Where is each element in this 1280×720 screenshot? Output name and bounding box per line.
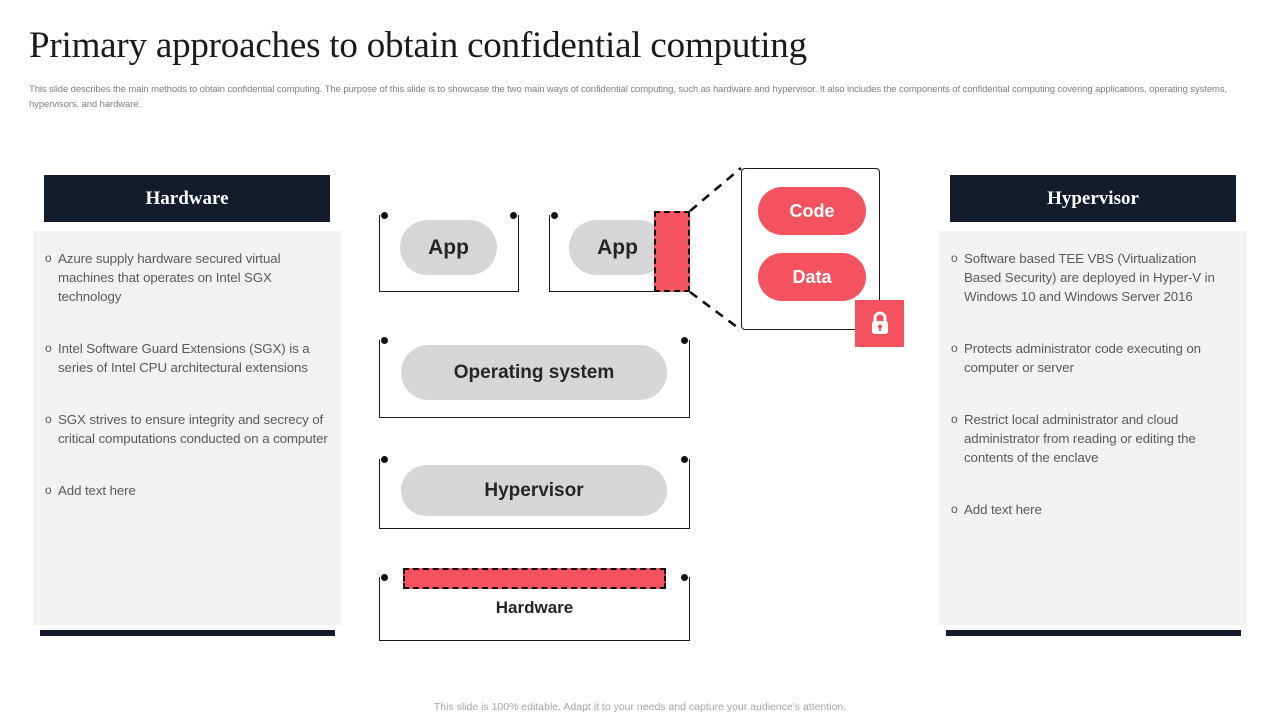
- panel-hypervisor-underline: [946, 630, 1241, 636]
- corner-dot-icon: [381, 212, 388, 219]
- panel-hypervisor-title: Hypervisor: [1047, 187, 1139, 209]
- enclave-data-pill[interactable]: Data: [758, 253, 866, 301]
- diagram-hardware-bar[interactable]: [403, 568, 666, 589]
- lock-glyph: [871, 311, 888, 334]
- list-item[interactable]: o Protects administrator code executing …: [951, 339, 1235, 377]
- diagram-hardware-label: Hardware: [495, 598, 574, 617]
- corner-dot-icon: [381, 574, 388, 581]
- panel-hypervisor-header: Hypervisor: [950, 175, 1236, 222]
- diagram-hypervisor-frame[interactable]: [379, 456, 690, 529]
- corner-dot-icon: [381, 337, 388, 344]
- page-title: Primary approaches to obtain confidentia…: [29, 25, 807, 66]
- bullet-circle-icon: o: [45, 251, 52, 265]
- corner-dot-icon: [510, 212, 517, 219]
- diagram-enclave-box[interactable]: Code Data: [741, 168, 880, 330]
- corner-dot-icon: [681, 456, 688, 463]
- panel-hardware-header: Hardware: [44, 175, 330, 222]
- diagram-app-right[interactable]: App: [569, 220, 666, 275]
- slide-subtitle: This slide describes the main methods to…: [29, 84, 1228, 110]
- bullet-circle-icon: o: [45, 412, 52, 426]
- list-item-text: Add text here: [964, 502, 1042, 517]
- list-item-text: SGX strives to ensure integrity and secr…: [58, 412, 328, 446]
- list-item-text: Intel Software Guard Extensions (SGX) is…: [58, 341, 310, 375]
- panel-hypervisor-body: o Software based TEE VBS (Virtualization…: [939, 231, 1247, 625]
- diagram-app-left[interactable]: App: [400, 220, 497, 275]
- list-item-text: Protects administrator code executing on…: [964, 341, 1201, 375]
- footer-note: This slide is 100% editable. Adapt it to…: [433, 701, 847, 713]
- diagram-os-frame[interactable]: [379, 337, 690, 418]
- bullet-circle-icon: o: [951, 341, 958, 355]
- corner-dot-icon: [551, 212, 558, 219]
- list-item-text: Restrict local administrator and cloud a…: [964, 412, 1196, 465]
- diagram-hypervisor[interactable]: Hypervisor: [401, 465, 667, 516]
- list-item[interactable]: o Azure supply hardware secured virtual …: [45, 249, 329, 306]
- list-item[interactable]: o Intel Software Guard Extensions (SGX) …: [45, 339, 329, 377]
- list-item-text: Software based TEE VBS (Virtualization B…: [964, 251, 1215, 304]
- panel-hypervisor: Hypervisor o Software based TEE VBS (Vir…: [939, 175, 1247, 625]
- lock-icon: [855, 300, 904, 347]
- corner-dot-icon: [681, 574, 688, 581]
- list-item-text: Add text here: [58, 483, 136, 498]
- panel-hardware: Hardware o Azure supply hardware secured…: [33, 175, 341, 625]
- panel-hardware-body: o Azure supply hardware secured virtual …: [33, 231, 341, 625]
- corner-dot-icon: [681, 337, 688, 344]
- corner-dot-icon: [381, 456, 388, 463]
- diagram-operating-system[interactable]: Operating system: [401, 345, 667, 400]
- bullet-circle-icon: o: [45, 341, 52, 355]
- list-item[interactable]: o Add text here: [45, 481, 329, 500]
- diagram-hardware-frame[interactable]: [379, 574, 690, 641]
- panel-hardware-underline: [40, 630, 335, 636]
- list-item[interactable]: o Add text here: [951, 500, 1235, 519]
- bullet-circle-icon: o: [951, 251, 958, 265]
- list-item[interactable]: o Software based TEE VBS (Virtualization…: [951, 249, 1235, 306]
- bullet-circle-icon: o: [45, 483, 52, 497]
- diagram-enclave-slice[interactable]: [654, 211, 690, 292]
- list-item[interactable]: o SGX strives to ensure integrity and se…: [45, 410, 329, 448]
- bullet-circle-icon: o: [951, 502, 958, 516]
- bullet-circle-icon: o: [951, 412, 958, 426]
- list-item-text: Azure supply hardware secured virtual ma…: [58, 251, 281, 304]
- enclave-code-pill[interactable]: Code: [758, 187, 866, 235]
- list-item[interactable]: o Restrict local administrator and cloud…: [951, 410, 1235, 467]
- diagram-app-left-frame[interactable]: [379, 212, 519, 292]
- panel-hardware-title: Hardware: [145, 187, 229, 209]
